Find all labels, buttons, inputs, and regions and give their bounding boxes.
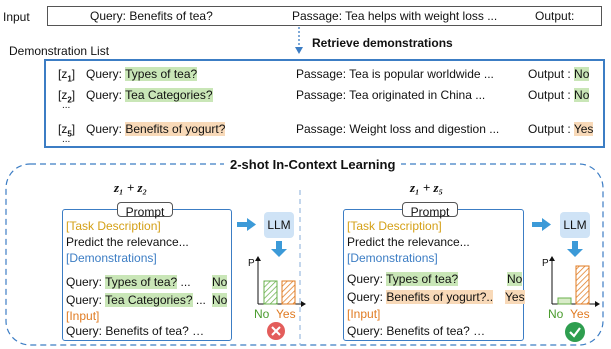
demo-row-1-query: Query: Types of tea? <box>86 67 198 81</box>
panel-1-axis-p: P <box>248 258 255 269</box>
panel-1-demo-header: [Demonstrations] <box>66 251 157 265</box>
demo-ellipsis-2: ... <box>62 134 71 145</box>
panel-1-task-header: [Task Description] <box>66 219 161 233</box>
panel-2-task-text: Predict the relevance... <box>347 235 470 249</box>
retrieve-arrow <box>295 27 303 54</box>
panel-2-prompt-tab: Prompt <box>402 202 458 219</box>
panel-2-demo-header: [Demonstrations] <box>347 251 438 265</box>
panel-1-right-arrow <box>237 218 256 231</box>
input-passage: Passage: Tea helps with weight loss ... <box>292 9 498 23</box>
panel-1-down-arrow <box>271 241 287 257</box>
panel-2-axis-p: P <box>542 258 549 269</box>
panel-2-input-text: Query: Benefits of tea? … <box>347 324 486 338</box>
input-box: Query: Benefits of tea? Passage: Tea hel… <box>47 6 602 26</box>
panel-1-prompt-tab: Prompt <box>117 202 173 219</box>
input-label: Input <box>3 10 30 24</box>
panel-1-prob-chart: P <box>248 256 306 307</box>
demo-row-3-id: [z5] <box>58 122 76 139</box>
panel-1-task-text: Predict the relevance... <box>66 235 189 249</box>
demo-row-2-output: Output : No <box>528 88 590 102</box>
panel-2-demo-1: Query: Types of tea? <box>347 272 459 286</box>
panel-1-llm: LLM <box>264 212 294 238</box>
panel-1-yes-label: Yes <box>276 307 296 321</box>
panel-2-llm: LLM <box>560 212 590 238</box>
demo-ellipsis-1: ... <box>62 100 71 111</box>
panel-2-bar-yes <box>575 265 590 305</box>
panel-2-demo-1-label: No <box>507 272 523 286</box>
panel-2-demo-2: Query: Benefits of yogurt?.. <box>347 290 494 304</box>
panel-2-down-arrow <box>567 241 583 257</box>
panel-1-bar-yes <box>281 280 296 305</box>
demo-row-1-id: [z1] <box>58 67 76 84</box>
input-output: Output: <box>535 9 575 23</box>
panel-1-demo-2-label: No <box>212 293 228 307</box>
panel-1-demo-1: Query: Types of tea? ... <box>66 275 191 289</box>
panel-2-bar-no <box>557 297 572 305</box>
demo-row-3-output: Output : Yes <box>528 122 594 136</box>
demo-row-1-passage: Passage: Tea is popular worldwide ... <box>296 67 494 81</box>
demo-row-2-query: Query: Tea Categories? <box>86 88 213 102</box>
panel-1-input-header: [Input] <box>66 309 100 323</box>
panel-1-demo-1-label: No <box>212 275 228 289</box>
demo-list-title: Demonstration List <box>9 44 110 58</box>
panel-1-formula: z₁ + z₂ <box>114 180 148 195</box>
demo-row-2-id: [z2] <box>58 88 76 105</box>
panel-2-yes-label: Yes <box>570 307 590 321</box>
panel-2-formula: z₁ + z₅ <box>410 180 444 195</box>
panel-1-bar-no <box>263 280 278 305</box>
demo-row-2-passage: Passage: Tea originated in China ... <box>296 88 486 102</box>
demo-row-3-query: Query: Benefits of yogurt? <box>86 122 226 136</box>
panel-2-demo-2-label: Yes <box>505 290 525 304</box>
panel-2-no-label: No <box>548 307 564 321</box>
demo-list-box: [z1] Query: Types of tea? Passage: Tea i… <box>44 59 605 148</box>
panel-2-right-arrow <box>532 218 551 231</box>
panel-1-no-label: No <box>254 307 270 321</box>
panel-1-demo-2: Query: Tea Categories? ... <box>66 293 206 307</box>
retrieve-label: Retrieve demonstrations <box>312 36 453 50</box>
demo-row-3-passage: Passage: Weight loss and digestion ... <box>296 122 500 136</box>
check-icon <box>565 322 585 342</box>
panel-2-input-header: [Input] <box>347 307 381 321</box>
panel-1-input-text: Query: Benefits of tea? … <box>66 324 205 338</box>
panel-2-task-header: [Task Description] <box>347 219 442 233</box>
icl-title: 2-shot In-Context Learning <box>224 158 402 172</box>
input-query: Query: Benefits of tea? <box>90 9 213 23</box>
demo-row-1-output: Output : No <box>528 67 590 81</box>
cross-icon <box>267 322 285 340</box>
panel-2-prob-chart: P <box>542 256 600 307</box>
